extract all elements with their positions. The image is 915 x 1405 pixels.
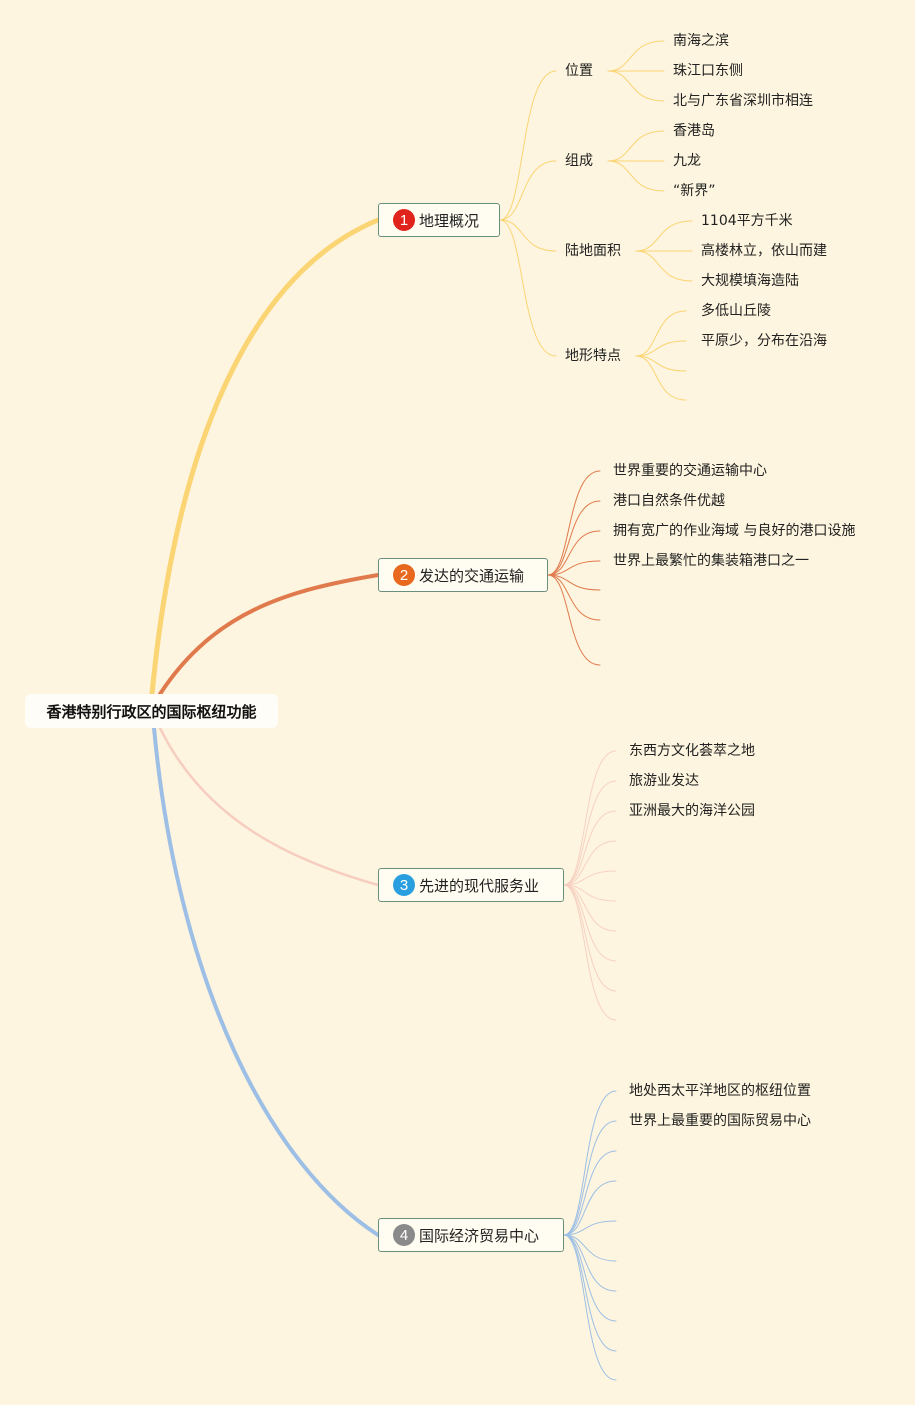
number-badge-3: 3 bbox=[393, 874, 415, 896]
topic-connector bbox=[499, 160, 557, 221]
leaf-item: 九龙 bbox=[673, 153, 701, 169]
root-label: 香港特别行政区的国际枢纽功能 bbox=[46, 702, 257, 721]
leaf-connector bbox=[563, 1180, 617, 1236]
leaf-connector bbox=[563, 1220, 617, 1236]
leaf-item: 港口自然条件优越 bbox=[613, 493, 725, 509]
leaf-connector bbox=[563, 1150, 617, 1236]
leaf-connector bbox=[607, 70, 665, 102]
branch-node-trade[interactable]: 4 国际经济贸易中心 bbox=[378, 1218, 564, 1252]
leaf-connector bbox=[563, 1234, 617, 1322]
leaf-connector bbox=[607, 40, 665, 72]
leaf-connector bbox=[547, 560, 601, 576]
leaf-connector bbox=[607, 130, 665, 162]
leaf-item: 东西方文化荟萃之地 bbox=[629, 743, 755, 759]
leaf-connector bbox=[563, 1234, 617, 1381]
leaf-item: 1104平方千米 bbox=[701, 213, 793, 229]
leaf-connector bbox=[635, 220, 693, 252]
leaf-connector bbox=[547, 574, 601, 621]
leaf-connector bbox=[563, 870, 617, 886]
leaf-item: 珠江口东侧 bbox=[673, 63, 743, 79]
main-connector-1 bbox=[149, 217, 381, 697]
leaf-connector bbox=[563, 1234, 617, 1262]
leaf-connector bbox=[635, 250, 693, 282]
leaf-connector bbox=[563, 884, 617, 932]
leaf-item: 高楼林立，依山而建 bbox=[701, 243, 827, 259]
leaf-connector bbox=[607, 160, 665, 192]
number-badge-4: 4 bbox=[393, 1224, 415, 1246]
leaf-connector bbox=[547, 574, 601, 666]
branch-label: 地理概况 bbox=[419, 211, 480, 230]
leaf-connector bbox=[563, 1234, 617, 1292]
main-connector-2 bbox=[158, 573, 380, 696]
leaf-item: 大规模填海造陆 bbox=[701, 273, 799, 289]
leaf-item: 地处西太平洋地区的枢纽位置 bbox=[629, 1083, 811, 1099]
topic-connector bbox=[499, 219, 557, 357]
topic-composition: 组成 bbox=[565, 153, 593, 169]
branch-label: 国际经济贸易中心 bbox=[419, 1226, 540, 1245]
topic-connector bbox=[499, 70, 557, 221]
leaf-connector bbox=[547, 574, 601, 591]
topic-terrain: 地形特点 bbox=[565, 348, 621, 364]
leaf-connector bbox=[547, 530, 601, 576]
branch-node-transport[interactable]: 2 发达的交通运输 bbox=[378, 558, 548, 592]
leaf-connector bbox=[563, 750, 617, 886]
topic-land-area: 陆地面积 bbox=[565, 243, 621, 259]
leaf-connector bbox=[563, 810, 617, 886]
main-connector-3 bbox=[158, 726, 380, 887]
leaf-connector bbox=[563, 1120, 617, 1236]
number-badge-1: 1 bbox=[393, 209, 415, 231]
leaf-connector bbox=[563, 884, 617, 1021]
number-badge-2: 2 bbox=[393, 564, 415, 586]
leaf-connector bbox=[563, 884, 617, 962]
leaf-connector bbox=[563, 780, 617, 886]
branch-node-geography[interactable]: 1 地理概况 bbox=[378, 203, 500, 237]
leaf-item: 亚洲最大的海洋公园 bbox=[629, 803, 755, 819]
leaf-item: 平原少，分布在沿海 bbox=[701, 333, 827, 349]
leaf-item: “新界” bbox=[673, 183, 716, 199]
leaf-item: 世界上最重要的国际贸易中心 bbox=[629, 1113, 811, 1129]
leaf-item: 世界重要的交通运输中心 bbox=[613, 463, 767, 479]
topic-connector bbox=[499, 219, 557, 252]
branch-label: 发达的交通运输 bbox=[419, 566, 525, 585]
leaf-item: 拥有宽广的作业海域 与良好的港口设施 bbox=[613, 523, 856, 539]
leaf-item: 旅游业发达 bbox=[629, 773, 699, 789]
leaf-connector bbox=[563, 1090, 617, 1236]
leaf-item: 南海之滨 bbox=[673, 33, 729, 49]
branch-label: 先进的现代服务业 bbox=[419, 876, 540, 895]
root-node[interactable]: 香港特别行政区的国际枢纽功能 bbox=[25, 694, 278, 728]
leaf-connector bbox=[635, 340, 687, 357]
leaf-connector bbox=[563, 884, 617, 902]
leaf-connector bbox=[635, 355, 687, 401]
branch-node-services[interactable]: 3 先进的现代服务业 bbox=[378, 868, 564, 902]
topic-location: 位置 bbox=[565, 63, 593, 79]
main-connector-4 bbox=[152, 726, 380, 1237]
leaf-connector bbox=[547, 500, 601, 576]
leaf-connector bbox=[563, 840, 617, 886]
leaf-item: 香港岛 bbox=[673, 123, 715, 139]
leaf-item: 多低山丘陵 bbox=[701, 303, 771, 319]
leaf-item: 北与广东省深圳市相连 bbox=[673, 93, 813, 109]
leaf-connector bbox=[635, 355, 687, 372]
leaf-connector bbox=[547, 470, 601, 576]
leaf-item: 世界上最繁忙的集装箱港口之一 bbox=[613, 553, 809, 569]
leaf-connector bbox=[635, 310, 687, 357]
